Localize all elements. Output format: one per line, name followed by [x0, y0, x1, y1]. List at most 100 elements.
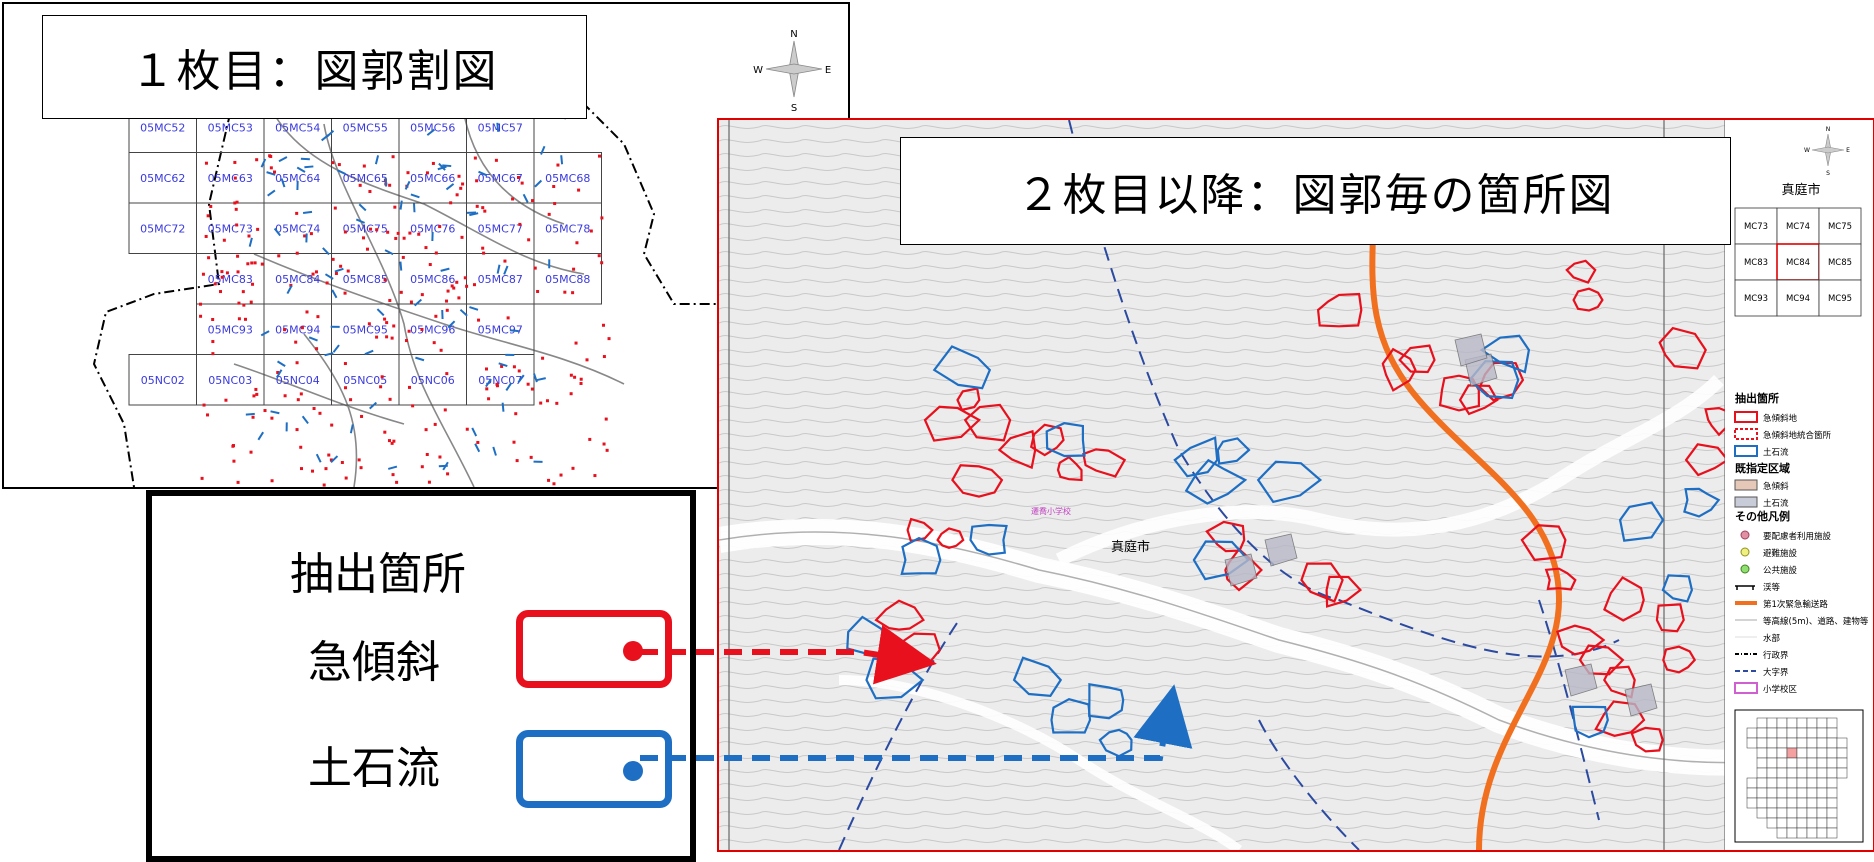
steep-spot: [548, 213, 551, 216]
overview-cell: [1767, 758, 1777, 768]
overview-cell: [1817, 778, 1827, 788]
steep-spot: [235, 208, 238, 211]
debris-spot: [441, 269, 450, 271]
steep-spot: [530, 456, 533, 459]
overview-cell: [1767, 748, 1777, 758]
steep-spot: [385, 335, 388, 338]
overview-cell: [1757, 808, 1767, 818]
steep-spot: [250, 261, 253, 264]
debris-spot: [303, 416, 308, 423]
grid-cell-label: 05MC66: [410, 172, 455, 185]
panel-other-label: 等高線(5m)、道路、建物等: [1763, 616, 1869, 627]
panel-other-label: 公共施設: [1763, 565, 1798, 576]
panel-index-label: MC94: [1786, 294, 1810, 304]
overview-cell: [1827, 718, 1837, 728]
grid-cell-label: 05NC05: [343, 374, 387, 387]
steep-spot: [300, 392, 303, 395]
overview-cell: [1787, 758, 1797, 768]
overview-cell: [1817, 798, 1827, 808]
overview-cell: [1787, 788, 1797, 798]
steep-spot: [552, 482, 555, 485]
steep-spot: [379, 385, 382, 388]
overview-cell: [1787, 778, 1797, 788]
overview-cell: [1817, 768, 1827, 778]
steep-spot: [474, 157, 477, 160]
panel-other-label: 要配慮者利用施設: [1763, 531, 1832, 542]
steep-spot: [511, 198, 514, 201]
steep-spot: [513, 441, 516, 444]
steep-spot: [214, 282, 217, 285]
steep-spot: [391, 337, 394, 340]
steep-spot: [392, 473, 395, 476]
steep-spot: [386, 231, 389, 234]
overview-cell: [1797, 738, 1807, 748]
debris-spot: [303, 212, 312, 213]
steep-spot: [313, 407, 316, 410]
grid-cell-label: 05MC94: [275, 323, 320, 336]
steep-spot: [233, 201, 236, 204]
steep-spot: [428, 481, 431, 484]
overview-cell: [1807, 758, 1817, 768]
steep-spot: [464, 276, 467, 279]
steep-spot: [207, 256, 210, 259]
debris-spot: [279, 157, 287, 161]
steep-spot: [420, 328, 423, 331]
steep-spot: [388, 184, 391, 187]
steep-spot: [577, 189, 580, 192]
steep-spot: [247, 235, 250, 238]
legend-debris-swatch: [516, 730, 672, 808]
steep-spot: [598, 254, 601, 257]
overview-cell: [1817, 738, 1827, 748]
grid-cell-label: 05MC88: [545, 273, 590, 286]
steep-spot: [495, 383, 498, 386]
steep-spot: [331, 161, 334, 164]
overview-cell: [1837, 748, 1847, 758]
debris-spot: [475, 444, 479, 452]
steep-spot: [570, 392, 573, 395]
steep-spot: [284, 394, 287, 397]
panel-index-label: MC93: [1744, 294, 1768, 304]
steep-spot: [383, 318, 386, 321]
steep-spot: [600, 261, 603, 264]
steep-spot: [461, 182, 464, 185]
steep-spot: [477, 319, 480, 322]
steep-spot: [531, 388, 534, 391]
overview-cell: [1817, 748, 1827, 758]
overview-cell: [1797, 798, 1807, 808]
steep-spot: [446, 309, 449, 312]
steep-spot: [299, 446, 302, 449]
overview-cell: [1817, 718, 1827, 728]
steep-spot: [261, 263, 264, 266]
grid-cell-label: 05NC06: [411, 374, 455, 387]
debris-spot: [370, 403, 377, 409]
steep-spot: [369, 228, 372, 231]
grid-cell-label: 05NC04: [276, 374, 320, 387]
steep-spot: [552, 185, 555, 188]
overview-cell: [1787, 748, 1797, 758]
steep-spot: [518, 223, 521, 226]
steep-spot: [580, 382, 583, 385]
steep-spot: [527, 238, 530, 241]
steep-spot: [473, 283, 476, 286]
steep-spot: [465, 285, 468, 288]
grid-cell-label: 05MC85: [343, 273, 388, 286]
overview-cell: [1757, 768, 1767, 778]
overview-cell: [1747, 778, 1757, 788]
steep-spot: [393, 206, 396, 209]
overview-cell: [1777, 728, 1787, 738]
steep-spot: [546, 399, 549, 402]
panel-extract-label: 土石流: [1763, 447, 1789, 458]
overview-cell: [1807, 808, 1817, 818]
steep-spot: [235, 223, 238, 226]
debris-spot: [334, 345, 339, 352]
steep-spot: [375, 228, 378, 231]
steep-spot: [563, 291, 566, 294]
steep-spot: [555, 402, 558, 405]
debris-spot: [493, 447, 496, 456]
steep-spot: [429, 263, 432, 266]
overview-cell: [1757, 718, 1767, 728]
overview-cell: [1777, 818, 1787, 828]
steep-spot: [410, 301, 413, 304]
